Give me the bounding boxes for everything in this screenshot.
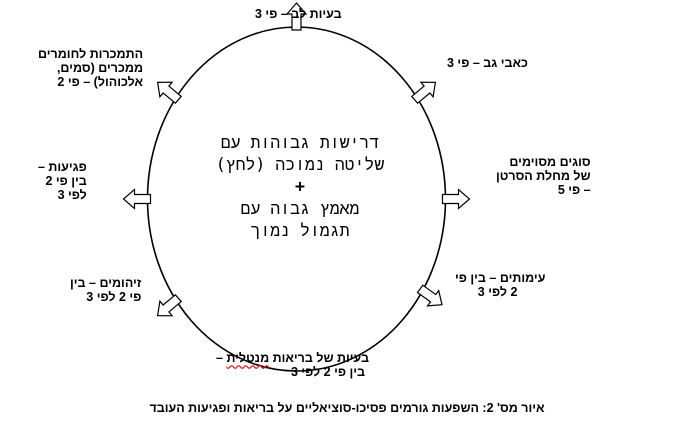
arrow-bottom-left (156, 293, 183, 317)
outcome-infections-line-2: פי 2 לפי 3 (86, 290, 142, 304)
outcome-cancer-line-2: של מחלת הסרטן (496, 169, 591, 183)
central-line-1: דרישות גבוהות עם (220, 133, 380, 152)
arrow-left (122, 188, 152, 210)
outcome-back-pain: כאבי גב – פי 3 (447, 56, 528, 70)
central-line-3: מאמץ גבוה עם (240, 199, 360, 218)
arrow-right (441, 188, 471, 210)
outcome-mental-health-line-2: בין פי 2 לפי 3 (290, 365, 366, 379)
outcome-mental-health-word: מנטלית (226, 351, 270, 365)
outcome-conflicts-line-1: עימותים – בין פי (455, 271, 546, 285)
outcome-mental-health-line-1: בעיות של בריאות מנטלית – (216, 351, 369, 365)
outcome-injuries-line-3: לפי 3 (57, 188, 87, 202)
outcome-injuries-line-1: פגיעות – (38, 160, 87, 174)
outcome-heart: בעיות לב – פי 3 (255, 7, 342, 21)
outcome-mental-health-text-a: בעיות של בריאות (272, 351, 370, 365)
outcome-conflicts-line-2: 2 לפי 3 (477, 285, 518, 299)
outcome-conflicts: עימותים – בין פי 2 לפי 3 (455, 271, 545, 299)
outcome-mental-health: בעיות של בריאות מנטלית – בין פי 2 לפי 3 (216, 351, 369, 379)
arrow-bottom-right (416, 284, 443, 307)
arrow-group (122, 2, 471, 317)
outcome-infections-line-1: זיהומים – בין (70, 276, 142, 290)
arrow-top (285, 2, 308, 31)
outcome-cancer-line-1: סוגים מסוימים (509, 155, 591, 169)
arrow-top-left (156, 81, 183, 105)
outcome-back-pain-line-1: כאבי גב – פי 3 (447, 56, 528, 70)
outcome-cancer-line-3: – פי 5 (557, 183, 591, 197)
figure-caption: איור מס' 2: השפעות גורמים פסיכו-סוציאליי… (149, 401, 545, 415)
outcome-addiction: התמכרות לחומרים ממכרים (סמים, אלכוהול) –… (38, 47, 143, 89)
outcome-injuries: פגיעות – בין פי 2 לפי 3 (38, 160, 87, 202)
central-line-2: שליטה נמוכה (לחץ) (215, 155, 385, 174)
outcome-mental-health-dash: – (216, 351, 227, 365)
outcome-injuries-line-2: בין פי 2 (45, 174, 87, 188)
outcome-addiction-line-2: ממכרים (סמים, (56, 61, 144, 75)
arrow-top-right (410, 81, 437, 105)
outcome-addiction-line-3: אלכוהול) – פי 2 (57, 75, 144, 89)
outcome-addiction-line-1: התמכרות לחומרים (38, 47, 144, 61)
outcome-infections: זיהומים – בין פי 2 לפי 3 (70, 276, 141, 304)
outcome-cancer: סוגים מסוימים של מחלת הסרטן – פי 5 (496, 155, 591, 197)
central-line-4: תגמול נמוך (250, 221, 350, 240)
outcome-heart-line-1: בעיות לב – פי 3 (255, 7, 342, 21)
central-plus: + (295, 177, 305, 196)
central-concept: דרישות גבוהות עם שליטה נמוכה (לחץ) + מאמ… (180, 132, 420, 242)
